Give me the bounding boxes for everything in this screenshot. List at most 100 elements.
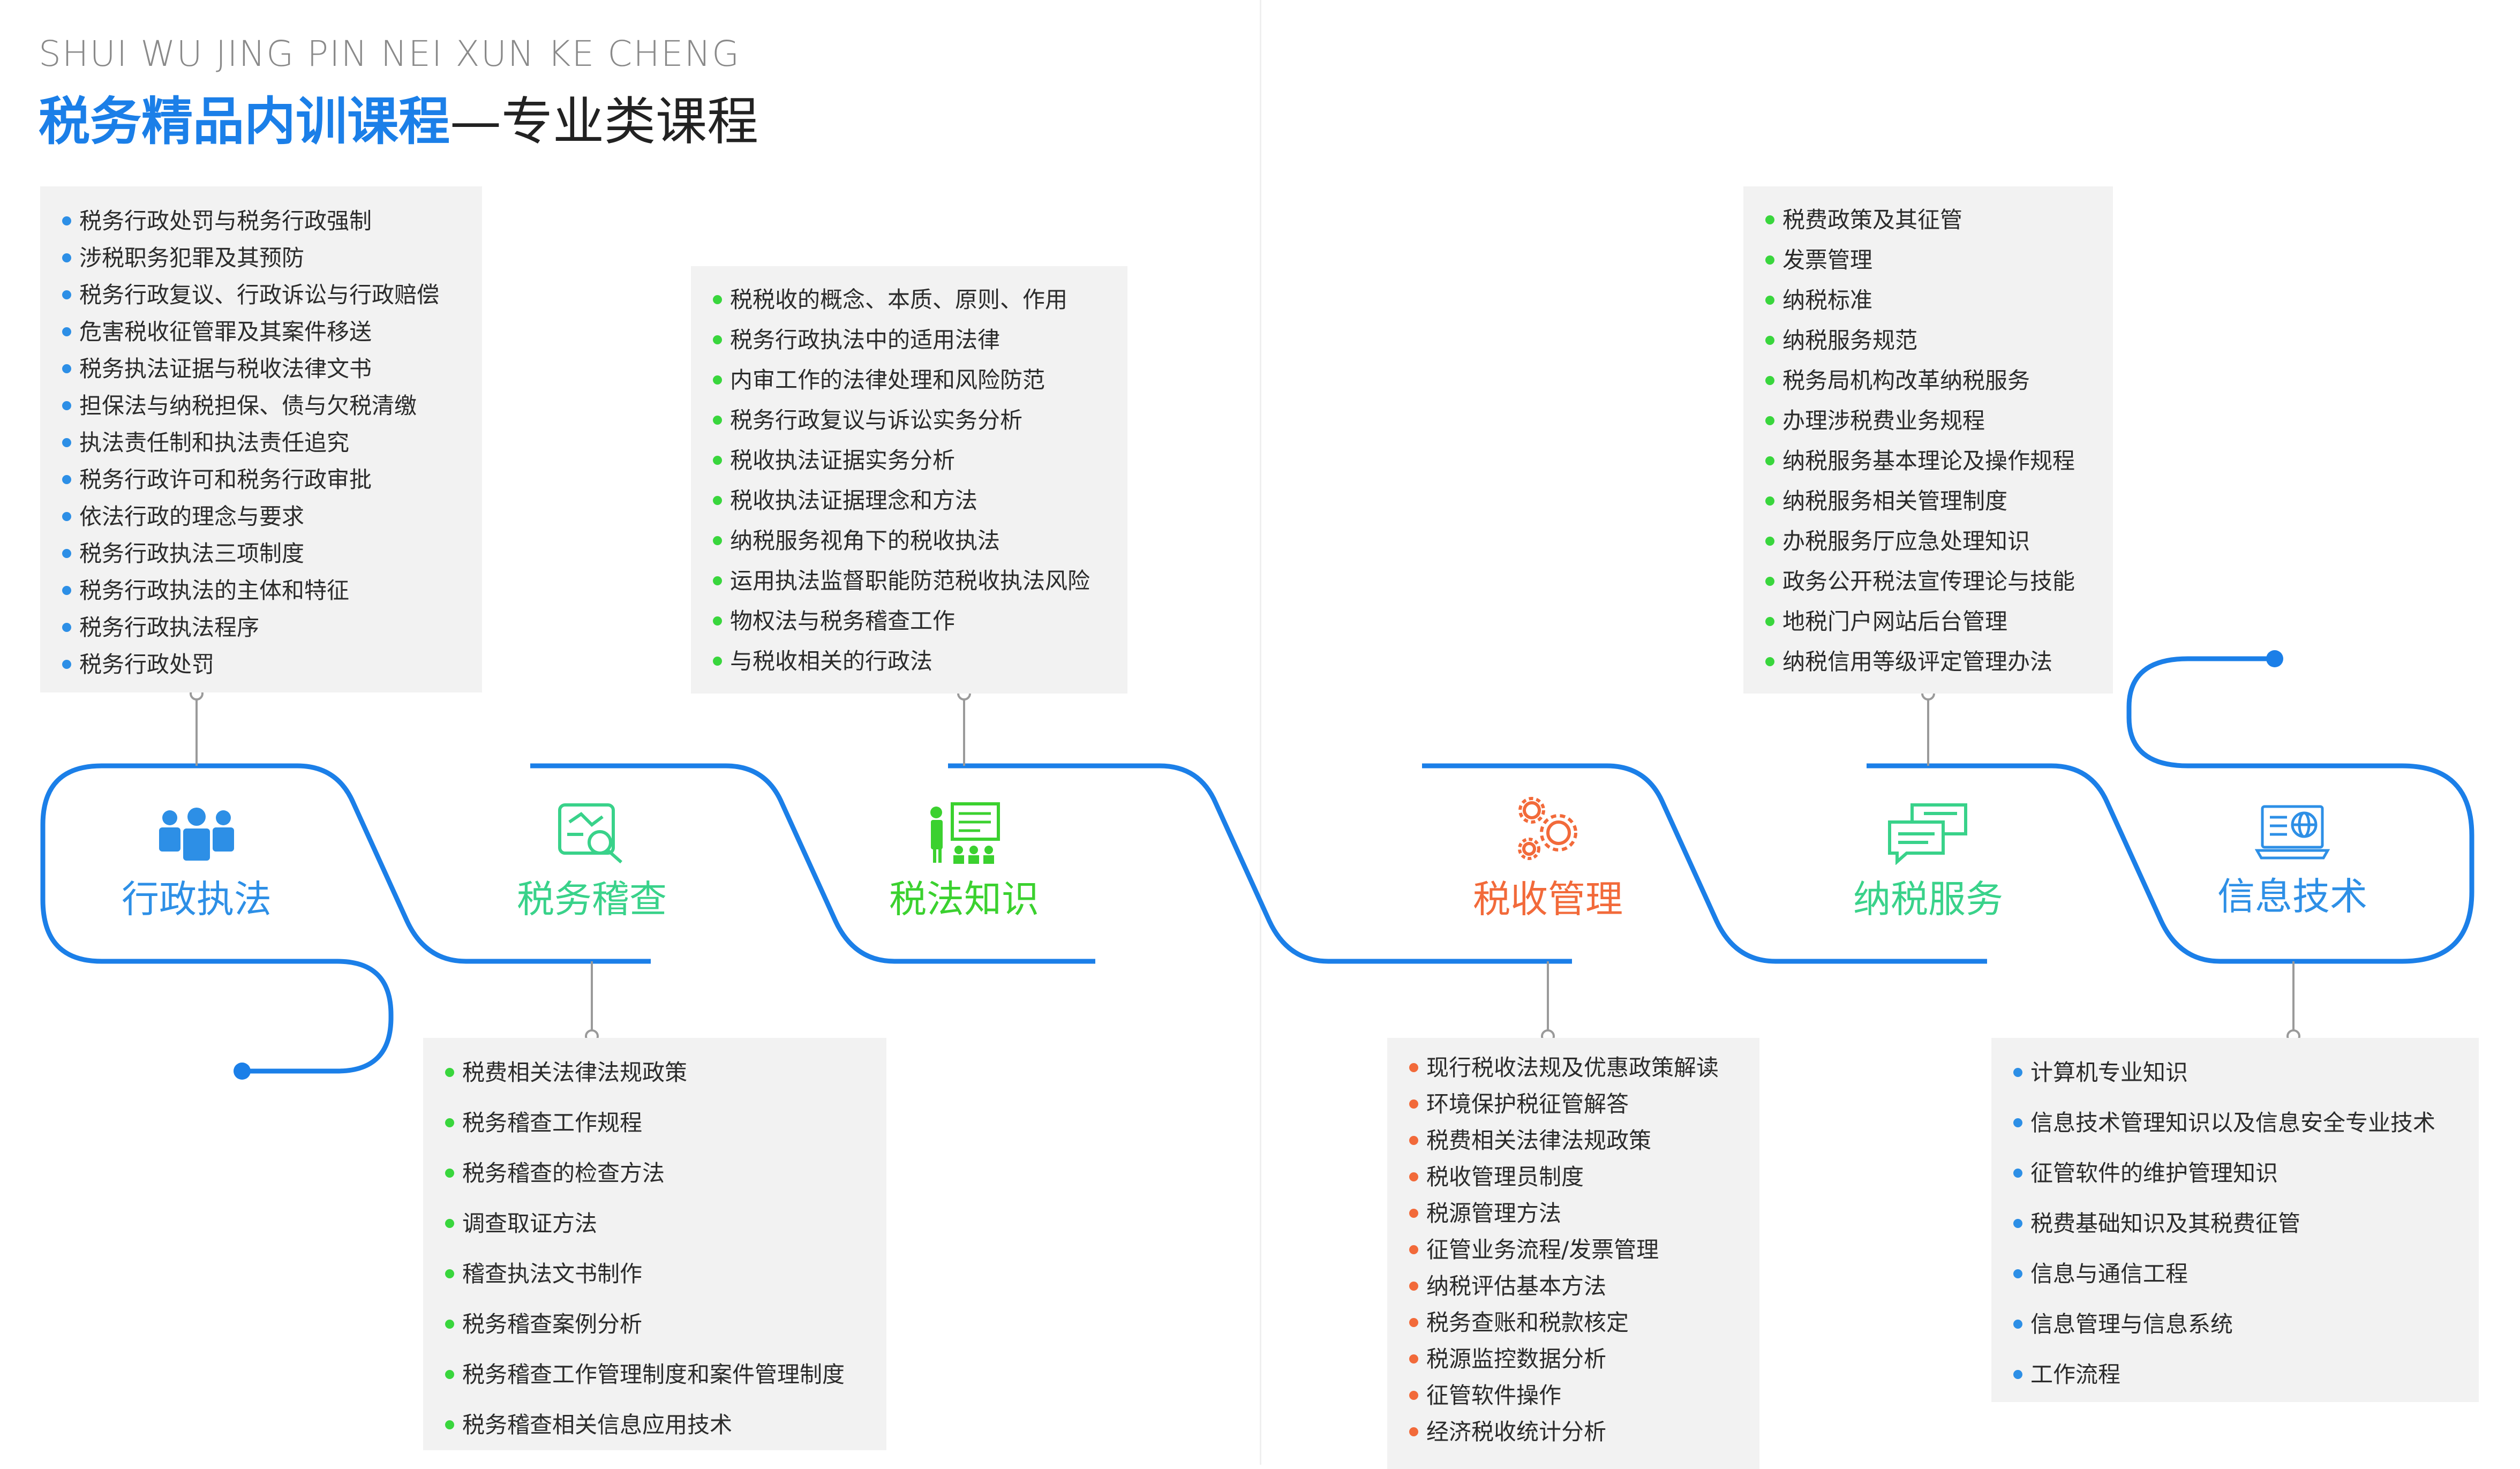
- node-xingzheng: 行政执法: [89, 806, 304, 923]
- gears-icon: [1518, 797, 1577, 860]
- list-item: 物权法与税务稽查工作: [710, 601, 1127, 641]
- list-item: 税费相关法律法规政策: [442, 1048, 886, 1098]
- list-item: 依法行政的理念与要求: [59, 498, 482, 535]
- list-item: 征管软件操作: [1406, 1377, 1759, 1414]
- list-box-nashui: 税费政策及其征管发票管理纳税标准纳税服务规范税务局机构改革纳税服务办理涉税费业务…: [1743, 186, 2113, 694]
- flow-segment-3: [948, 763, 1572, 964]
- page-title-rest: —专业类课程: [450, 92, 758, 152]
- center-divider: [1260, 0, 1261, 1465]
- node-nashui: 纳税服务: [1821, 801, 2035, 923]
- list-item: 信息管理与信息系统: [2010, 1299, 2479, 1350]
- node-label: 税法知识: [889, 877, 1039, 921]
- flow-segment-1: [241, 763, 651, 964]
- list-box-xinxi: 计算机专业知识信息技术管理知识以及信息安全专业技术征管软件的维护管理知识税费基础…: [1991, 1038, 2479, 1402]
- page-title-strong: 税务精品内训课程: [39, 92, 450, 152]
- node-xinxi: 信息技术: [2185, 803, 2399, 921]
- list-box-xingzheng: 税务行政处罚与税务行政强制涉税职务犯罪及其预防税务行政复议、行政诉讼与行政赔偿危…: [40, 186, 482, 692]
- list-item: 税务稽查工作规程: [442, 1098, 886, 1148]
- page-title: 税务精品内训课程—专业类课程: [39, 80, 758, 154]
- node-label: 税务稽查: [517, 877, 667, 921]
- node-label: 信息技术: [2217, 875, 2367, 918]
- list-item: 信息技术管理知识以及信息安全专业技术: [2010, 1098, 2479, 1148]
- list-item: 税税收的概念、本质、原则、作用: [710, 280, 1127, 320]
- list-item: 税费相关法律法规政策: [1406, 1123, 1759, 1159]
- list-item: 纳税服务相关管理制度: [1762, 481, 2113, 521]
- node-label: 行政执法: [122, 877, 272, 921]
- list-item: 与税收相关的行政法: [710, 641, 1127, 681]
- list-item: 税源管理方法: [1406, 1195, 1759, 1232]
- list-item: 税务行政执法程序: [59, 609, 482, 646]
- list-item: 税务行政复议、行政诉讼与行政赔偿: [59, 276, 482, 313]
- list-item: 稽查执法文书制作: [442, 1249, 886, 1299]
- list-item: 工作流程: [2010, 1350, 2479, 1400]
- flow-end-dot-right: [2266, 650, 2283, 667]
- flow-path-left: [40, 763, 394, 1074]
- list-item: 税务行政执法中的适用法律: [710, 320, 1127, 360]
- flow-segment-5: [1867, 656, 2474, 964]
- list-item: 税务查账和税款核定: [1406, 1305, 1759, 1341]
- list-item: 调查取证方法: [442, 1199, 886, 1249]
- list-item: 税务执法证据与税收法律文书: [59, 350, 482, 387]
- list-item: 征管业务流程/发票管理: [1406, 1232, 1759, 1268]
- list-item: 执法责任制和执法责任追究: [59, 424, 482, 461]
- list-item: 担保法与纳税担保、债与欠税清缴: [59, 387, 482, 424]
- list-item: 税务行政处罚: [59, 646, 482, 683]
- list-item: 纳税服务基本理论及操作规程: [1762, 441, 2113, 481]
- list-item: 税务行政处罚与税务行政强制: [59, 202, 482, 239]
- list-item: 税务行政复议与诉讼实务分析: [710, 400, 1127, 440]
- list-box-shuishou: 现行税收法规及优惠政策解读环境保护税征管解答税费相关法律法规政策税收管理员制度税…: [1387, 1038, 1759, 1469]
- computer-globe-icon: [2255, 805, 2330, 860]
- list-item: 计算机专业知识: [2010, 1048, 2479, 1098]
- list-box-jicha: 税费相关法律法规政策税务稽查工作规程税务稽查的检查方法调查取证方法稽查执法文书制…: [423, 1038, 886, 1450]
- list-item: 环境保护税征管解答: [1406, 1086, 1759, 1123]
- list-item: 税务行政许可和税务行政审批: [59, 461, 482, 498]
- list-item: 税务行政执法的主体和特征: [59, 572, 482, 609]
- list-item: 税务行政执法三项制度: [59, 535, 482, 572]
- list-item: 税务稽查相关信息应用技术: [442, 1400, 886, 1450]
- list-item: 纳税标准: [1762, 280, 2113, 320]
- list-item: 税收管理员制度: [1406, 1159, 1759, 1195]
- node-shuishou: 税收管理: [1441, 795, 1655, 923]
- people-group-icon: [159, 808, 234, 861]
- list-box-shuifa: 税税收的概念、本质、原则、作用税务行政执法中的适用法律内审工作的法律处理和风险防…: [691, 266, 1127, 694]
- list-item: 运用执法监督职能防范税收执法风险: [710, 561, 1127, 601]
- list-item: 税费基础知识及其税费征管: [2010, 1199, 2479, 1249]
- list-item: 税务稽查案例分析: [442, 1299, 886, 1350]
- header: SHUI WU JING PIN NEI XUN KE CHENG 税务精品内训…: [39, 33, 758, 154]
- list-item: 税费政策及其征管: [1762, 200, 2113, 240]
- list-item: 征管软件的维护管理知识: [2010, 1148, 2479, 1199]
- list-item: 危害税收征管罪及其案件移送: [59, 313, 482, 350]
- flow-segment-4: [1422, 763, 1987, 964]
- list-item: 办理涉税费业务规程: [1762, 401, 2113, 441]
- list-item: 经济税收统计分析: [1406, 1414, 1759, 1450]
- page-subtitle: SHUI WU JING PIN NEI XUN KE CHENG: [39, 33, 741, 74]
- flow-end-dot-left: [234, 1063, 251, 1080]
- node-jicha: 税务稽查: [485, 801, 699, 923]
- list-item: 内审工作的法律处理和风险防范: [710, 360, 1127, 400]
- document-magnifier-icon: [558, 803, 622, 864]
- list-item: 税收执法证据理念和方法: [710, 480, 1127, 521]
- list-item: 纳税服务视角下的税收执法: [710, 521, 1127, 561]
- node-label: 税收管理: [1473, 877, 1623, 921]
- list-item: 现行税收法规及优惠政策解读: [1406, 1050, 1759, 1086]
- node-shuifa: 税法知识: [857, 801, 1071, 923]
- list-item: 地税门户网站后台管理: [1762, 601, 2113, 642]
- list-item: 纳税评估基本方法: [1406, 1268, 1759, 1305]
- list-item: 发票管理: [1762, 240, 2113, 280]
- list-item: 纳税服务规范: [1762, 320, 2113, 360]
- list-item: 纳税信用等级评定管理办法: [1762, 642, 2113, 682]
- list-item: 税源监控数据分析: [1406, 1341, 1759, 1377]
- list-item: 政务公开税法宣传理论与技能: [1762, 561, 2113, 601]
- list-item: 税务稽查的检查方法: [442, 1148, 886, 1199]
- list-item: 税务局机构改革纳税服务: [1762, 360, 2113, 401]
- list-item: 办税服务厅应急处理知识: [1762, 521, 2113, 561]
- list-item: 信息与通信工程: [2010, 1249, 2479, 1299]
- list-item: 涉税职务犯罪及其预防: [59, 239, 482, 276]
- node-label: 纳税服务: [1853, 877, 2003, 921]
- presentation-board-icon: [930, 802, 1000, 864]
- chat-bubbles-icon: [1888, 803, 1967, 865]
- list-item: 税收执法证据实务分析: [710, 440, 1127, 480]
- list-item: 税务稽查工作管理制度和案件管理制度: [442, 1350, 886, 1400]
- flow-segment-2: [530, 763, 1095, 964]
